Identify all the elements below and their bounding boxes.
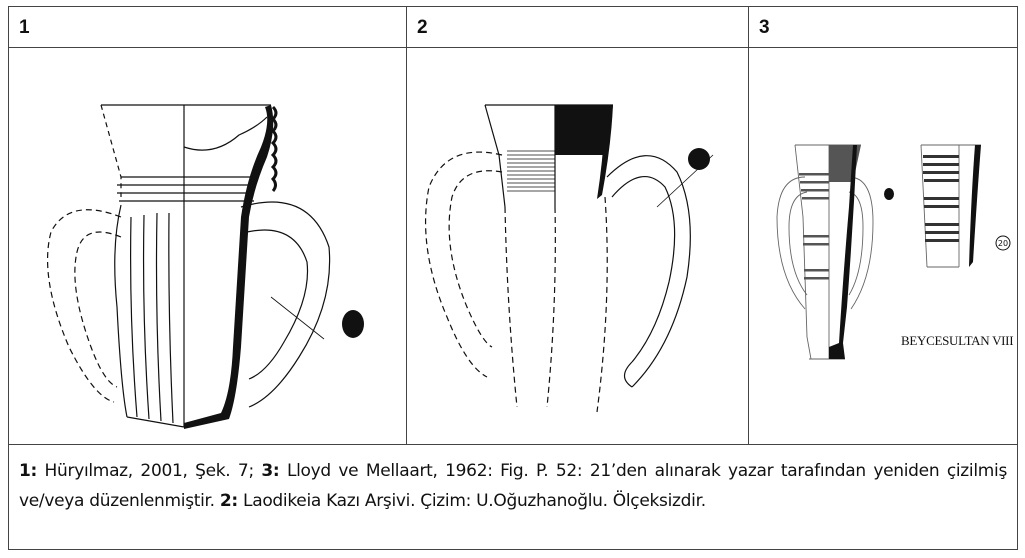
figure-caption: 1: Hüryılmaz, 2001, Şek. 7; 3: Lloyd ve … bbox=[9, 444, 1017, 550]
header-cell-3: 3 bbox=[759, 17, 770, 38]
vessel-drawing-2 bbox=[425, 104, 714, 413]
beycesultan-label: BEYCESULTAN VIII bbox=[901, 333, 1014, 348]
caption-ref3-number: 3: bbox=[261, 461, 280, 481]
header-row: 1 2 3 bbox=[9, 7, 1017, 48]
header-cell-2: 2 bbox=[407, 7, 749, 47]
caption-ref2-text: Laodikeia Kazı Arşivi. Çizim: U.Oğuzhano… bbox=[237, 491, 706, 511]
figure-table: 1 2 3 bbox=[8, 6, 1018, 550]
header-cell-1: 1 bbox=[9, 7, 407, 47]
caption-ref3-text: Lloyd ve Mellaart, 1962: Fig. P. 52: 21’… bbox=[19, 461, 1007, 511]
caption-ref2-number: 2: bbox=[219, 491, 238, 511]
caption-ref1-number: 1: bbox=[19, 461, 38, 481]
scale-mark-text: 20 bbox=[998, 239, 1008, 248]
vessel-drawing-2-cell bbox=[407, 47, 749, 444]
vessel-drawing-3: 20 bbox=[776, 144, 1011, 360]
caption-ref1-text: Hüryılmaz, 2001, Şek. 7; bbox=[37, 461, 262, 481]
vessel-drawing-1 bbox=[46, 104, 364, 429]
image-row: 20 BEYCESULTAN VIII bbox=[9, 47, 1017, 445]
vessel-drawing-1-cell bbox=[9, 47, 407, 444]
vessel-drawing-3-cell: 20 BEYCESULTAN VIII bbox=[749, 47, 1019, 444]
